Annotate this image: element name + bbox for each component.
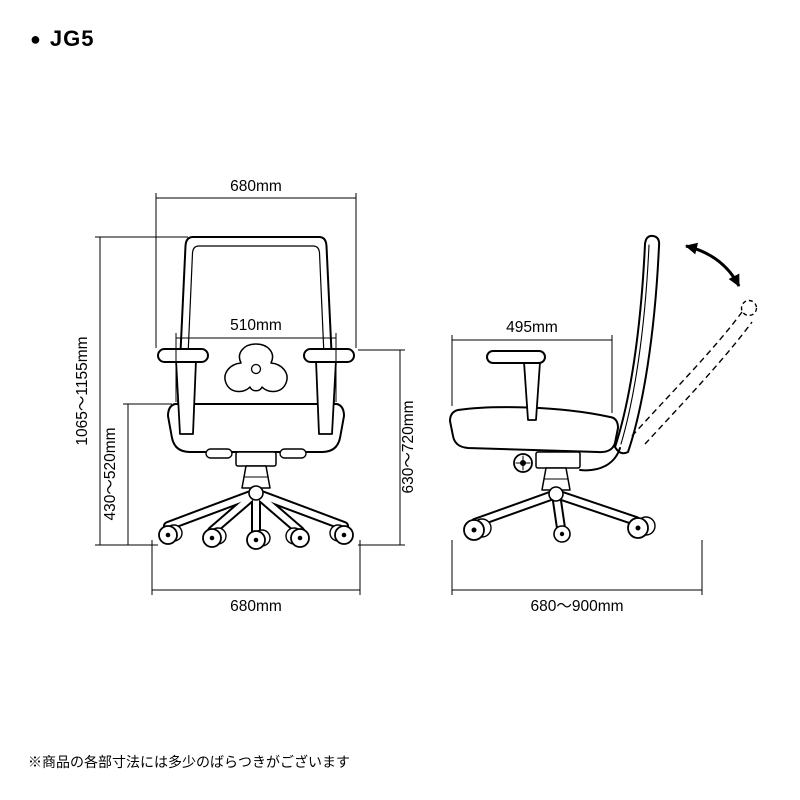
side-backrest [614,234,661,455]
side-adjustment-knob [513,453,533,473]
dimension-annotations: 680mm 510mm 1065〜1155mm 430〜520mm [74,178,703,615]
front-caster-5 [329,524,354,545]
front-left-armrest-support [175,359,197,435]
side-base-hub [548,486,564,502]
front-caster-2 [202,527,227,548]
dim-label-side-base-depth: 680〜900mm [530,598,623,615]
front-left-armrest-pad [157,348,209,363]
dim-side-base-depth: 680〜900mm [451,540,703,615]
dim-front-base-width: 680mm [151,540,361,615]
dim-label-side-seat-depth: 495mm [506,319,558,336]
model-title: JG5 [49,26,95,51]
reclined-backrest-dashed-1 [631,311,743,437]
side-seat [449,406,619,454]
dim-side-seat-depth: 495mm [451,319,613,413]
side-mechanism-box [535,451,581,469]
reclined-backrest-dashed-2 [644,321,753,445]
lumbar-center [250,363,262,375]
recline-arrow-icon [685,242,741,287]
front-caster-3 [246,529,271,550]
dim-front-seat-width: 510mm [175,317,337,402]
side-armrest-pad [486,350,546,364]
header: ● JG5 [30,26,94,52]
front-view-chair-drawing [157,236,355,550]
front-left-lever [205,448,233,459]
dim-label-front-seat-height: 430〜520mm [102,427,119,520]
side-backrest-bracket [579,447,621,472]
front-caster-1 [158,524,183,545]
dim-front-top-width: 680mm [155,178,357,348]
front-mechanism-box [235,451,277,467]
lumbar-support [224,343,288,393]
front-caster-4 [285,527,310,548]
front-right-armrest-support [315,359,337,435]
side-caster-back [627,516,656,539]
dim-front-total-height: 1065〜1155mm [74,236,188,546]
side-caster-front [463,518,492,541]
side-backrest-inner-frame [620,244,650,445]
dim-front-seat-height: 430〜520mm [102,403,172,545]
dim-label-front-total-height: 1065〜1155mm [74,336,91,445]
front-right-lever [279,448,307,459]
recline-indicator [631,242,758,445]
dim-label-front-top-width: 680mm [230,178,282,195]
side-caster-middle [553,525,571,543]
front-base-hub [248,485,264,501]
dim-label-front-base-width: 680mm [230,598,282,615]
bullet-icon: ● [30,29,41,49]
front-right-armrest-pad [303,348,355,363]
dimension-tolerance-note: ※商品の各部寸法には多少のばらつきがございます [28,754,350,770]
reclined-backrest-tip-dashed [740,299,758,317]
dim-label-front-seat-width: 510mm [230,317,282,334]
side-view-chair-drawing [449,234,661,543]
dim-front-armrest-height: 630〜720mm [358,349,417,546]
dim-label-front-armrest-height: 630〜720mm [400,400,417,493]
front-seat [167,403,345,453]
